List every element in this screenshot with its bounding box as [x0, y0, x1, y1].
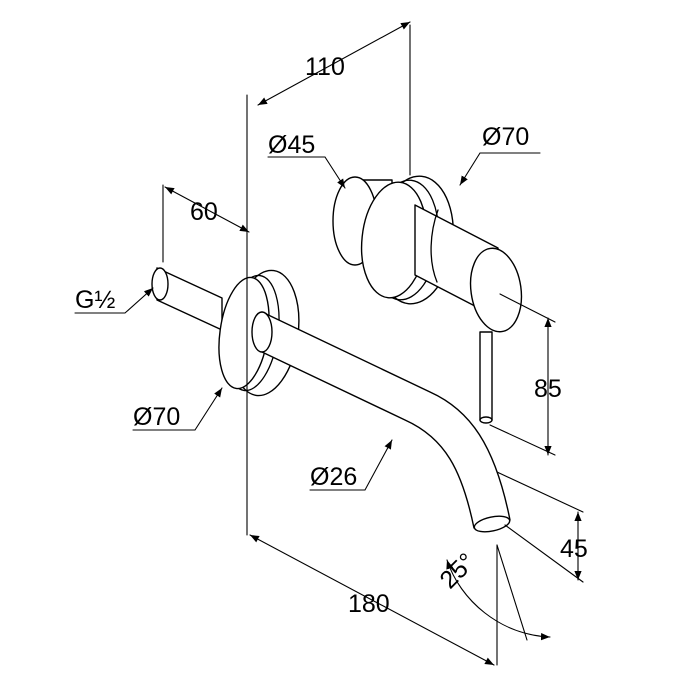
label-25-degrees: 25° — [434, 548, 481, 595]
label-60: 60 — [190, 198, 218, 226]
leader-thread — [74, 287, 154, 314]
dim-line-60 — [164, 186, 250, 233]
label-o26: Ø26 — [310, 463, 357, 491]
label-o70-lever: Ø70 — [482, 123, 529, 151]
spout-assembly — [151, 267, 511, 533]
inlet-pipe — [151, 267, 223, 331]
label-45: 45 — [560, 535, 588, 563]
leader-lines — [74, 152, 541, 491]
dim-arc-25 — [446, 559, 551, 641]
label-85: 85 — [534, 375, 562, 403]
label-110: 110 — [305, 53, 345, 81]
label-180: 180 — [348, 590, 390, 618]
leader-o70-lever — [459, 152, 541, 186]
extension-lines — [162, 24, 584, 666]
mixer-lever — [479, 331, 493, 424]
leader-o45 — [267, 156, 346, 189]
mixer-assembly — [332, 175, 523, 424]
label-o70-spout: Ø70 — [133, 403, 180, 431]
dim-line-180 — [249, 534, 495, 666]
leader-o70-spout — [132, 387, 223, 431]
label-o45: Ø45 — [268, 131, 315, 159]
dimension-lines — [164, 21, 582, 666]
mixer-handle — [414, 204, 523, 333]
label-thread: G½ — [75, 286, 115, 314]
spout — [251, 311, 511, 533]
dimension-labels: 110 Ø45 Ø70 60 G½ Ø70 Ø26 85 45 25° 180 — [75, 53, 588, 618]
dim-line-110 — [257, 21, 411, 106]
leader-o26 — [309, 439, 393, 491]
